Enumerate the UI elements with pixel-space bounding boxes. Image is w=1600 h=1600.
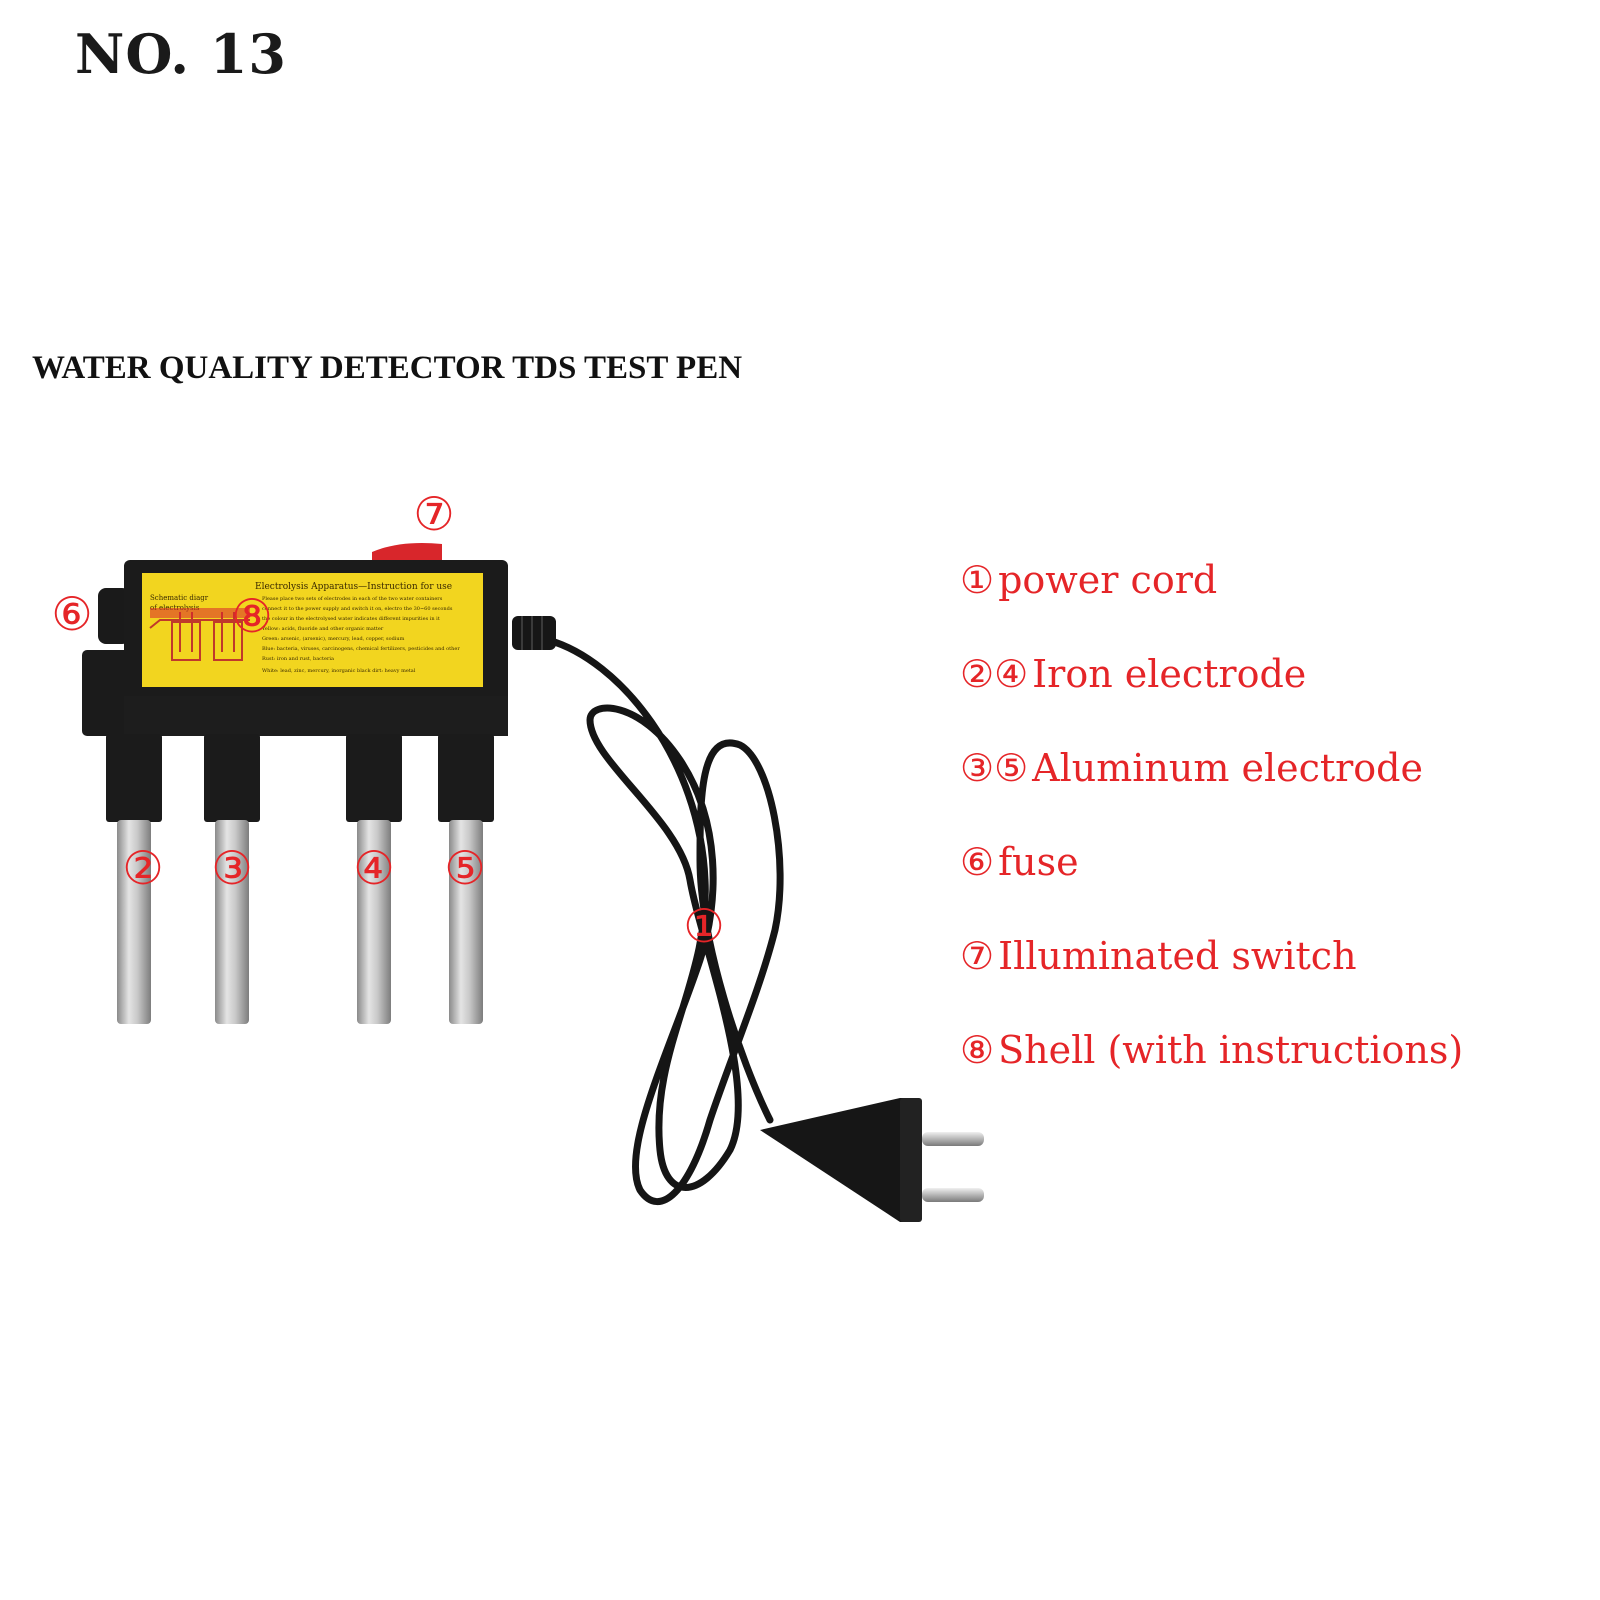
label-line: Yellow: acids, fluoride and other organi…: [261, 626, 384, 632]
electrode-4: [346, 734, 402, 1024]
legend-text: fuse: [998, 840, 1079, 884]
label-line: the colour in the electrolysed water ind…: [262, 616, 440, 622]
legend-number: ⑥: [960, 840, 995, 884]
legend-number: ②④: [960, 652, 1029, 696]
legend-number: ⑧: [960, 1028, 995, 1072]
legend-text: power cord: [998, 558, 1218, 602]
legend-number: ①: [960, 558, 995, 602]
label-line: Rust: iron and rust, bacteria: [262, 656, 334, 662]
product-title: WATER QUALITY DETECTOR TDS TEST PEN: [32, 350, 743, 386]
legend-text: Illuminated switch: [998, 934, 1357, 978]
plug-pin: [922, 1188, 984, 1202]
label-side-heading: Schematic diagr: [150, 594, 209, 602]
callout-1: ①: [683, 899, 724, 953]
callout-2: ②: [122, 841, 163, 895]
electrode-5: [438, 734, 494, 1024]
cord-strain-relief: [512, 616, 556, 650]
power-cord: [544, 636, 784, 1205]
legend-text: Aluminum electrode: [1032, 746, 1423, 790]
fuse-holder: [98, 588, 130, 644]
label-line: Green: arsenic, (arsenic), mercury, lead…: [262, 635, 405, 642]
legend-text: Shell (with instructions): [998, 1028, 1464, 1072]
legend-number: ⑦: [960, 934, 995, 978]
page-number: NO. 13: [75, 22, 287, 86]
electrolysis-schematic-icon: [149, 612, 250, 661]
label-line: Please place two sets of electrodes in e…: [262, 596, 443, 602]
legend-number: ③⑤: [960, 746, 1029, 790]
label-line: Blue: bacteria, viruses, carcinogens, ch…: [262, 646, 460, 652]
callout-5: ⑤: [444, 841, 485, 895]
callout-6: ⑥: [51, 587, 92, 641]
plug-pin: [922, 1132, 984, 1146]
legend-text: Iron electrode: [1032, 652, 1307, 696]
callout-7: ⑦: [413, 487, 454, 541]
label-line: connect it to the power supply and switc…: [262, 606, 453, 612]
callout-8: ⑧: [231, 589, 272, 643]
electrode-3: [204, 734, 260, 1024]
label-heading: Electrolysis Apparatus—Instruction for u…: [255, 582, 452, 592]
illuminated-switch: [372, 543, 442, 562]
electrode-2: [106, 734, 162, 1024]
callout-3: ③: [211, 841, 252, 895]
eu-plug: [760, 1098, 984, 1222]
callout-4: ④: [353, 841, 394, 895]
instruction-label: Electrolysis Apparatus—Instruction for u…: [142, 573, 483, 687]
label-line: White: lead, zinc, mercury, inorganic bl…: [262, 668, 416, 674]
